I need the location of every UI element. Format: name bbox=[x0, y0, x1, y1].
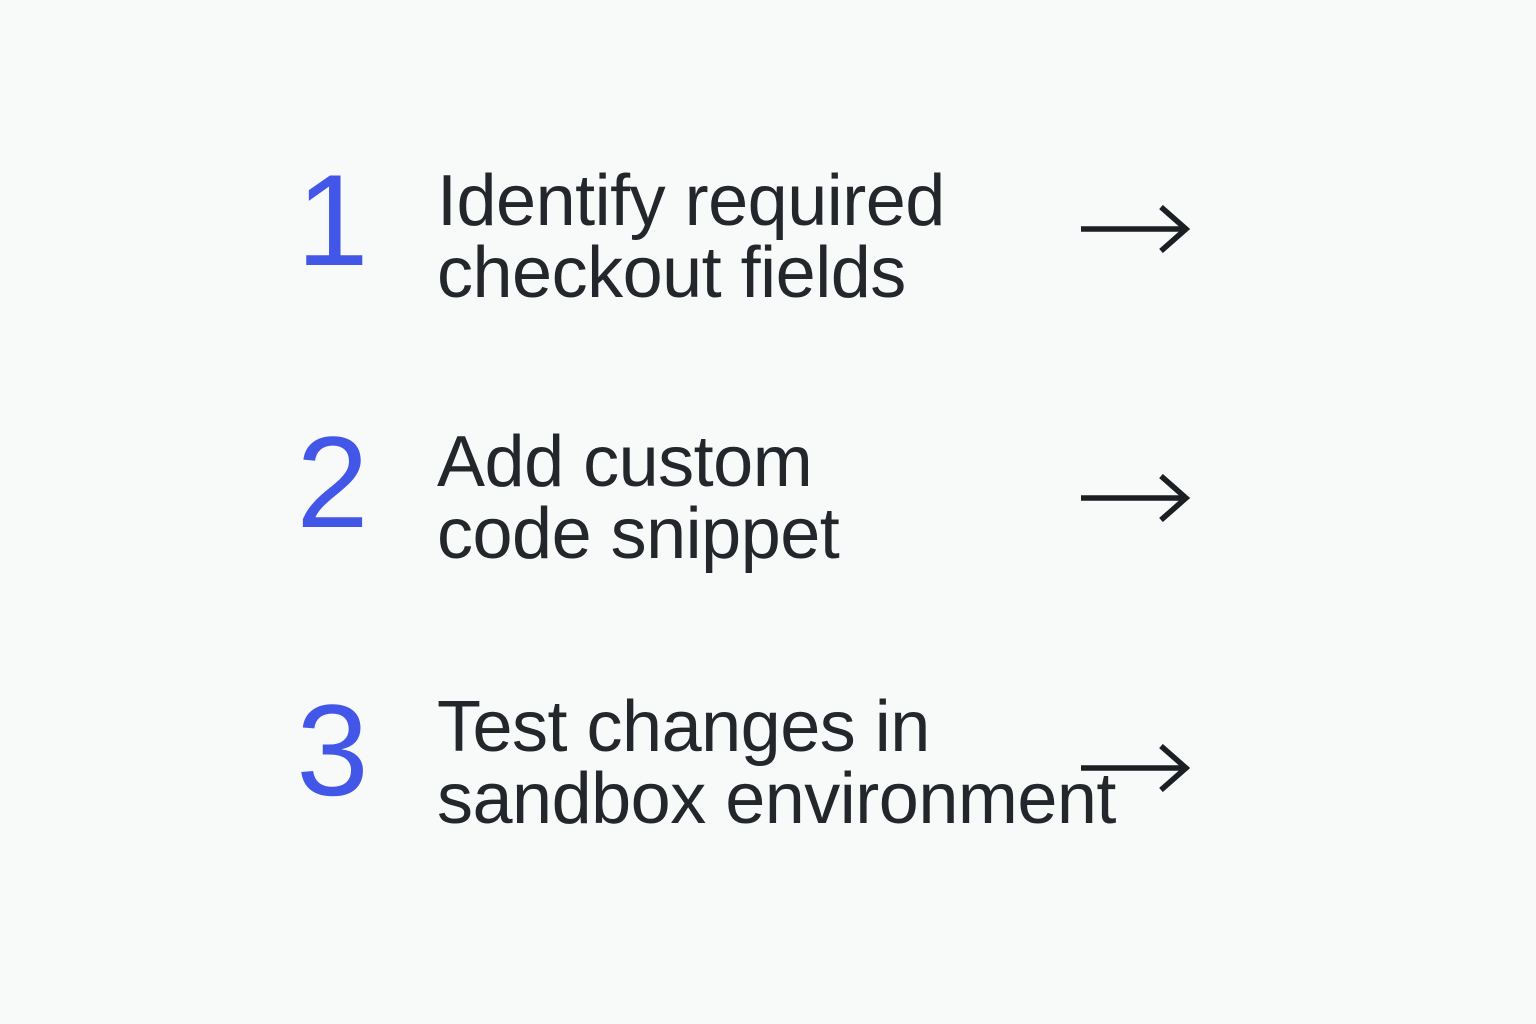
step-1-text: Identify required checkout fields bbox=[437, 165, 945, 309]
step-2-line-2: code snippet bbox=[437, 494, 840, 574]
step-1-number: 1 bbox=[296, 147, 368, 293]
step-3-line-2: sandbox environment bbox=[437, 759, 1116, 839]
arrow-right-icon bbox=[1080, 205, 1193, 253]
step-1-line-2: checkout fields bbox=[437, 233, 906, 313]
arrow-right-icon bbox=[1080, 744, 1193, 792]
step-2-line-1: Add custom bbox=[437, 422, 813, 502]
step-1-line-1: Identify required bbox=[437, 161, 945, 241]
step-3-number: 3 bbox=[296, 677, 368, 823]
step-3-text: Test changes in sandbox environment bbox=[437, 691, 1116, 835]
arrow-right-icon bbox=[1080, 474, 1193, 522]
step-2-number: 2 bbox=[296, 409, 368, 555]
step-2-text: Add custom code snippet bbox=[437, 422, 840, 574]
step-3-line-1: Test changes in bbox=[437, 687, 930, 767]
